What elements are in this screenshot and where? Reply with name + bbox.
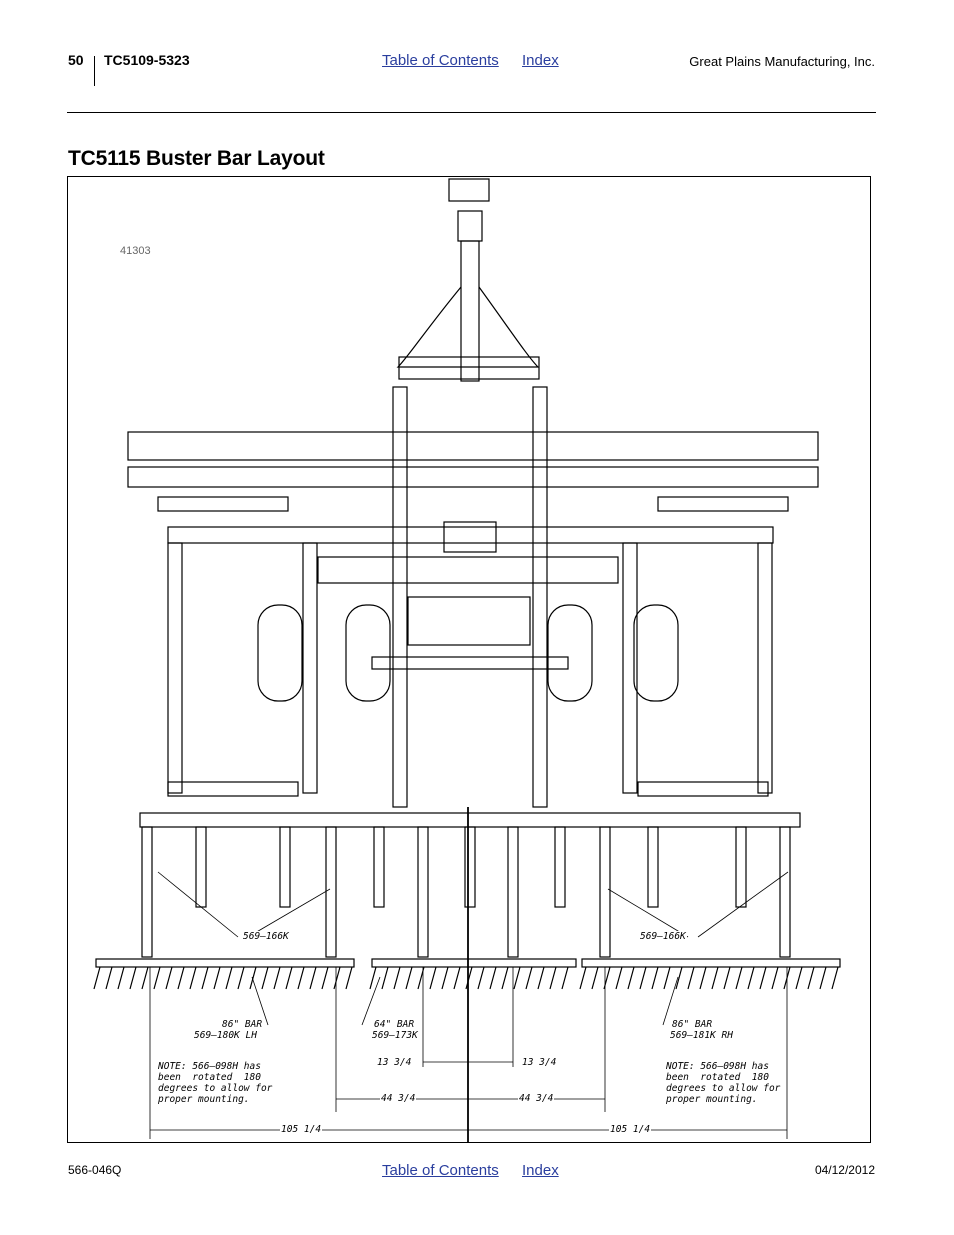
footer-index-link[interactable]: Index (522, 1162, 559, 1179)
page-title: TC5115 Buster Bar Layout (68, 147, 325, 170)
callout-bar-right-size: 86" BAR (671, 1019, 714, 1030)
callout-part-left: 569–166K (242, 931, 290, 942)
dim-mid-left: 44 3/4 (380, 1093, 417, 1104)
header-divider (94, 56, 95, 86)
callout-bar-left-part: 569–180K LH (193, 1030, 258, 1041)
dim-outer-left: 105 1/4 (280, 1124, 323, 1135)
company-name: Great Plains Manufacturing, Inc. (689, 54, 875, 69)
dim-outer-right: 105 1/4 (609, 1124, 652, 1135)
callout-note-right: NOTE: 566–098H has been rotated 180 degr… (665, 1061, 782, 1105)
footer-date: 04/12/2012 (814, 1163, 875, 1177)
header-index-link[interactable]: Index (522, 52, 559, 69)
callout-bar-center-part: 569–173K (371, 1030, 419, 1041)
header-toc-link[interactable]: Table of Contents (382, 52, 499, 69)
dim-center-right: 13 3/4 (521, 1057, 558, 1068)
callout-part-right: 569–166K (639, 931, 687, 942)
callout-bar-left-size: 86" BAR (221, 1019, 264, 1030)
machine-drawing (93, 178, 841, 1142)
layout-figure: 41303 569–166K 569–166K 86" BAR 569–180K… (67, 176, 871, 1143)
footer-toc-link[interactable]: Table of Contents (382, 1162, 499, 1179)
callout-bar-center-size: 64" BAR (373, 1019, 416, 1030)
callout-bar-right-part: 569–181K RH (669, 1030, 734, 1041)
dim-center-left: 13 3/4 (376, 1057, 413, 1068)
document-id: TC5109-5323 (104, 52, 190, 68)
figure-id: 41303 (120, 245, 151, 257)
callout-note-left: NOTE: 566–098H has been rotated 180 degr… (157, 1061, 274, 1105)
footer-doc-number: 566-046Q (68, 1163, 122, 1177)
page-number: 50 (68, 52, 84, 68)
header-rule (67, 112, 876, 113)
dim-mid-right: 44 3/4 (518, 1093, 555, 1104)
